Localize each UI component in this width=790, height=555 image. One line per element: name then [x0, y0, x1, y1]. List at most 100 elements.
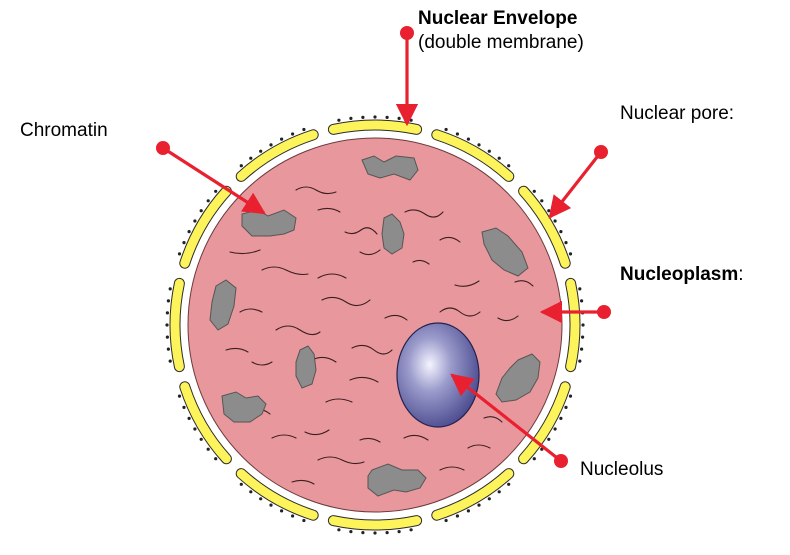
- nucleoplasm-colon: :: [738, 264, 744, 285]
- envelope-segment: [328, 120, 422, 134]
- nuclear-envelope: [165, 115, 585, 535]
- envelope-ribosome-dot: [547, 209, 551, 213]
- envelope-ribosome-dot: [487, 497, 491, 501]
- envelope-ribosome-dot: [214, 457, 218, 461]
- envelope-ribosome-dot: [397, 530, 401, 534]
- chromatin-clump: [367, 463, 427, 497]
- nucleolus-pointer: [450, 373, 568, 468]
- envelope-ribosome-dot: [239, 164, 243, 168]
- envelope-ribosome-dot: [302, 518, 306, 523]
- envelope-ribosome-dot: [361, 115, 365, 119]
- envelope-ribosome-dot: [280, 509, 284, 513]
- envelope-ribosome-dot: [559, 416, 563, 420]
- envelope-segment: [236, 130, 318, 181]
- chromatin-clump: [361, 155, 419, 181]
- envelope-ribosome-dot: [193, 219, 197, 223]
- envelope-ribosome-dot: [385, 531, 389, 535]
- chromatin-clump: [209, 279, 237, 331]
- envelope-segment: [180, 382, 231, 464]
- nucleoplasm-body: [187, 137, 563, 513]
- chromatin-clump: [381, 213, 405, 255]
- envelope-ribosome-dot: [532, 457, 536, 461]
- envelope-ribosome-dot: [444, 518, 448, 523]
- envelope-ribosome-dot: [206, 199, 210, 203]
- envelope-ribosome-dot: [466, 137, 470, 141]
- envelope-ribosome-dot: [193, 427, 197, 431]
- envelope-ribosome-dot: [553, 427, 557, 431]
- envelope-ribosome-dot: [269, 503, 273, 507]
- envelope-ribosome-dot: [291, 514, 295, 518]
- envelope-ribosome-dot: [280, 137, 284, 141]
- envelope-ribosome-dot: [206, 447, 210, 451]
- envelope-ribosome-dot: [507, 164, 511, 168]
- chromatin-clump: [495, 353, 541, 403]
- envelope-ribosome-dot: [553, 219, 557, 223]
- nucleoplasm-pointer: [539, 300, 611, 324]
- envelope-ribosome-dot: [361, 531, 365, 535]
- envelope-ribosome-dot: [497, 156, 501, 160]
- nuclear-pore-pointer: [548, 145, 608, 219]
- envelope-ribosome-dot: [373, 115, 377, 119]
- envelope-ribosome-dot: [559, 230, 563, 234]
- envelope-ribosome-dot: [373, 531, 377, 535]
- envelope-ribosome-dot: [165, 311, 169, 315]
- envelope-segment: [180, 186, 231, 268]
- envelope-ribosome-dot: [564, 405, 568, 409]
- envelope-ribosome-dot: [168, 287, 172, 291]
- envelope-segment: [328, 516, 422, 530]
- envelope-ribosome-dot: [337, 118, 341, 122]
- envelope-ribosome-dot: [578, 359, 582, 363]
- envelope-ribosome-dot: [568, 394, 573, 398]
- envelope-ribosome-dot: [349, 116, 353, 120]
- chromatin-clump: [221, 391, 267, 423]
- envelope-ribosome-dot: [497, 490, 501, 494]
- nucleolus-body: [396, 322, 480, 428]
- envelope-ribosome-dot: [532, 189, 536, 193]
- envelope-ribosome-dot: [165, 323, 169, 327]
- chromatin-pointer: [156, 141, 266, 215]
- chromatin-label: Chromatin: [20, 120, 108, 141]
- envelope-ribosome-dot: [477, 143, 481, 147]
- envelope-ribosome-dot: [177, 394, 182, 398]
- envelope-ribosome-dot: [409, 118, 413, 122]
- envelope-ribosome-dot: [187, 230, 191, 234]
- nucleoplasm-title: Nucleoplasm: [620, 264, 739, 285]
- envelope-ribosome-dot: [168, 359, 172, 363]
- envelope-ribosome-dot: [477, 503, 481, 507]
- envelope-ribosome-dot: [239, 482, 243, 486]
- envelope-ribosome-dot: [397, 116, 401, 120]
- envelope-ribosome-dot: [349, 530, 353, 534]
- envelope-ribosome-dot: [578, 287, 582, 291]
- envelope-ribosome-dot: [455, 514, 459, 518]
- envelope-ribosome-dot: [165, 335, 169, 339]
- envelope-ribosome-dot: [249, 156, 253, 160]
- envelope-ribosome-dot: [302, 127, 306, 132]
- nucleoplasm-label: Nucleoplasm:: [620, 264, 744, 286]
- envelope-ribosome-dot: [581, 323, 585, 327]
- envelope-ribosome-dot: [291, 132, 295, 136]
- envelope-ribosome-dot: [580, 347, 584, 351]
- envelope-ribosome-dot: [547, 437, 551, 441]
- nuclear-envelope-label: Nuclear Envelope (double membrane): [418, 8, 584, 54]
- envelope-ribosome-dot: [466, 509, 470, 513]
- envelope-ribosome-dot: [214, 189, 218, 193]
- envelope-ribosome-dot: [444, 127, 448, 132]
- envelope-segment: [519, 382, 570, 464]
- envelope-ribosome-dot: [580, 299, 584, 303]
- envelope-ribosome-dot: [568, 252, 573, 256]
- envelope-segment: [432, 130, 514, 181]
- nuclear-envelope-subtitle: (double membrane): [418, 31, 584, 53]
- envelope-ribosome-dot: [199, 209, 203, 213]
- envelope-ribosome-dot: [564, 241, 568, 245]
- envelope-ribosome-dot: [385, 115, 389, 119]
- envelope-ribosome-dot: [166, 347, 170, 351]
- envelope-ribosome-dot: [581, 335, 585, 339]
- envelope-ribosome-dot: [177, 252, 182, 256]
- envelope-segment: [236, 469, 318, 520]
- envelope-segment: [432, 469, 514, 520]
- envelope-ribosome-dot: [182, 405, 186, 409]
- envelope-ribosome-dot: [182, 241, 186, 245]
- nuclear-envelope-title: Nuclear Envelope: [418, 8, 578, 29]
